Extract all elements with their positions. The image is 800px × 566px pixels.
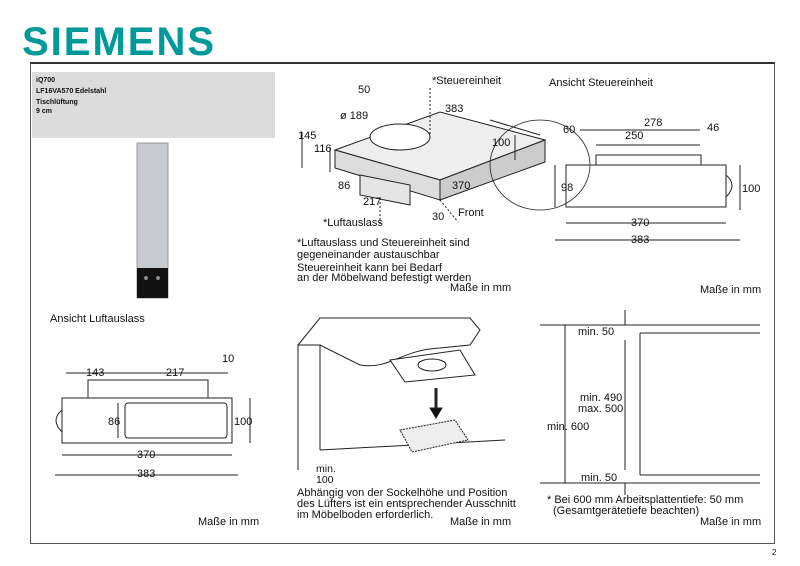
min-100-label: min.	[316, 463, 336, 475]
dim-189: ø 189	[340, 110, 369, 122]
dim-30: 30	[432, 211, 445, 223]
dim-86: 86	[108, 416, 121, 428]
control-unit-drawing	[554, 129, 741, 241]
dim-250: 250	[625, 130, 644, 142]
label-control-unit: *Steuereinheit	[432, 75, 502, 87]
label-air-outlet: *Luftauslass	[323, 217, 383, 229]
dim-383: 383	[631, 234, 650, 246]
label-front: Front	[458, 207, 484, 219]
content-frame	[30, 62, 775, 544]
clearance-note-1: * Bei 600 mm Arbeitsplattentiefe: 50 mm	[547, 494, 744, 506]
product-series: iQ700	[36, 77, 56, 84]
control-units: Maße in mm	[700, 284, 762, 296]
product-size: 9 cm	[36, 108, 52, 115]
dim-383: 383	[137, 468, 156, 480]
dim-100: 100	[492, 137, 511, 149]
product-photo	[136, 142, 169, 299]
dim-50: 50	[358, 84, 371, 96]
dim-60: 60	[563, 124, 576, 136]
dim-100: 100	[234, 416, 253, 428]
min-100-value: 100	[316, 474, 334, 486]
dim-10: 10	[222, 353, 235, 365]
dim-145: 145	[298, 130, 317, 142]
product-info-box: iQ700 LF16VA570 Edelstahl Tischlüftung 9…	[32, 72, 275, 138]
product-model: LF16VA570 Edelstahl	[36, 88, 107, 95]
min-50-bottom: min. 50	[581, 472, 618, 484]
iso-note-3: Steuereinheit kann bei Bedarf	[297, 262, 442, 274]
min-600: min. 600	[547, 421, 590, 433]
outlet-view-title: Ansicht Luftauslass	[50, 313, 145, 325]
page-number: 2	[772, 548, 777, 557]
dim-370: 370	[631, 217, 650, 229]
air-outlet-drawing	[55, 372, 251, 476]
clearance-units: Maße in mm	[700, 516, 762, 528]
control-view-title: Ansicht Steuereinheit	[549, 77, 653, 89]
install-note-3: im Möbelboden erforderlich.	[297, 509, 434, 521]
dim-383: 383	[445, 103, 464, 115]
dim-278: 278	[644, 117, 663, 129]
install-units: Maße in mm	[450, 516, 512, 528]
dim-46: 46	[707, 122, 720, 134]
max-500: max. 500	[578, 403, 624, 415]
clearance-drawing	[540, 310, 760, 495]
installation-drawing	[296, 317, 506, 470]
dim-116: 116	[314, 143, 332, 155]
iso-units: Maße in mm	[450, 282, 512, 294]
siemens-logo: SIEMENS	[22, 20, 217, 64]
dim-370: 370	[137, 449, 156, 461]
install-note-2: des Lüfters ist ein entsprechender Aussc…	[297, 498, 516, 510]
dim-217: 217	[166, 367, 185, 379]
iso-note-1: *Luftauslass und Steuereinheit sind	[297, 237, 470, 249]
dim-217: 217	[363, 196, 382, 208]
iso-note-2: gegeneinander austauschbar	[297, 249, 440, 261]
install-note-1: Abhängig von der Sockelhöhe und Position	[297, 487, 508, 499]
min-50-top: min. 50	[578, 326, 615, 338]
iso-drawing	[301, 88, 591, 225]
iso-note-4: an der Möbelwand befestigt werden	[297, 272, 472, 284]
outlet-units: Maße in mm	[198, 516, 260, 528]
dim-86: 86	[338, 180, 351, 192]
dim-100: 100	[742, 183, 761, 195]
clearance-note-2: (Gesamtgerätetiefe beachten)	[553, 505, 700, 517]
dim-370: 370	[452, 180, 471, 192]
product-type: Tischlüftung	[36, 99, 78, 106]
min-490: min. 490	[580, 392, 623, 404]
dim-98: 98	[561, 182, 574, 194]
dim-143: 143	[86, 367, 105, 379]
